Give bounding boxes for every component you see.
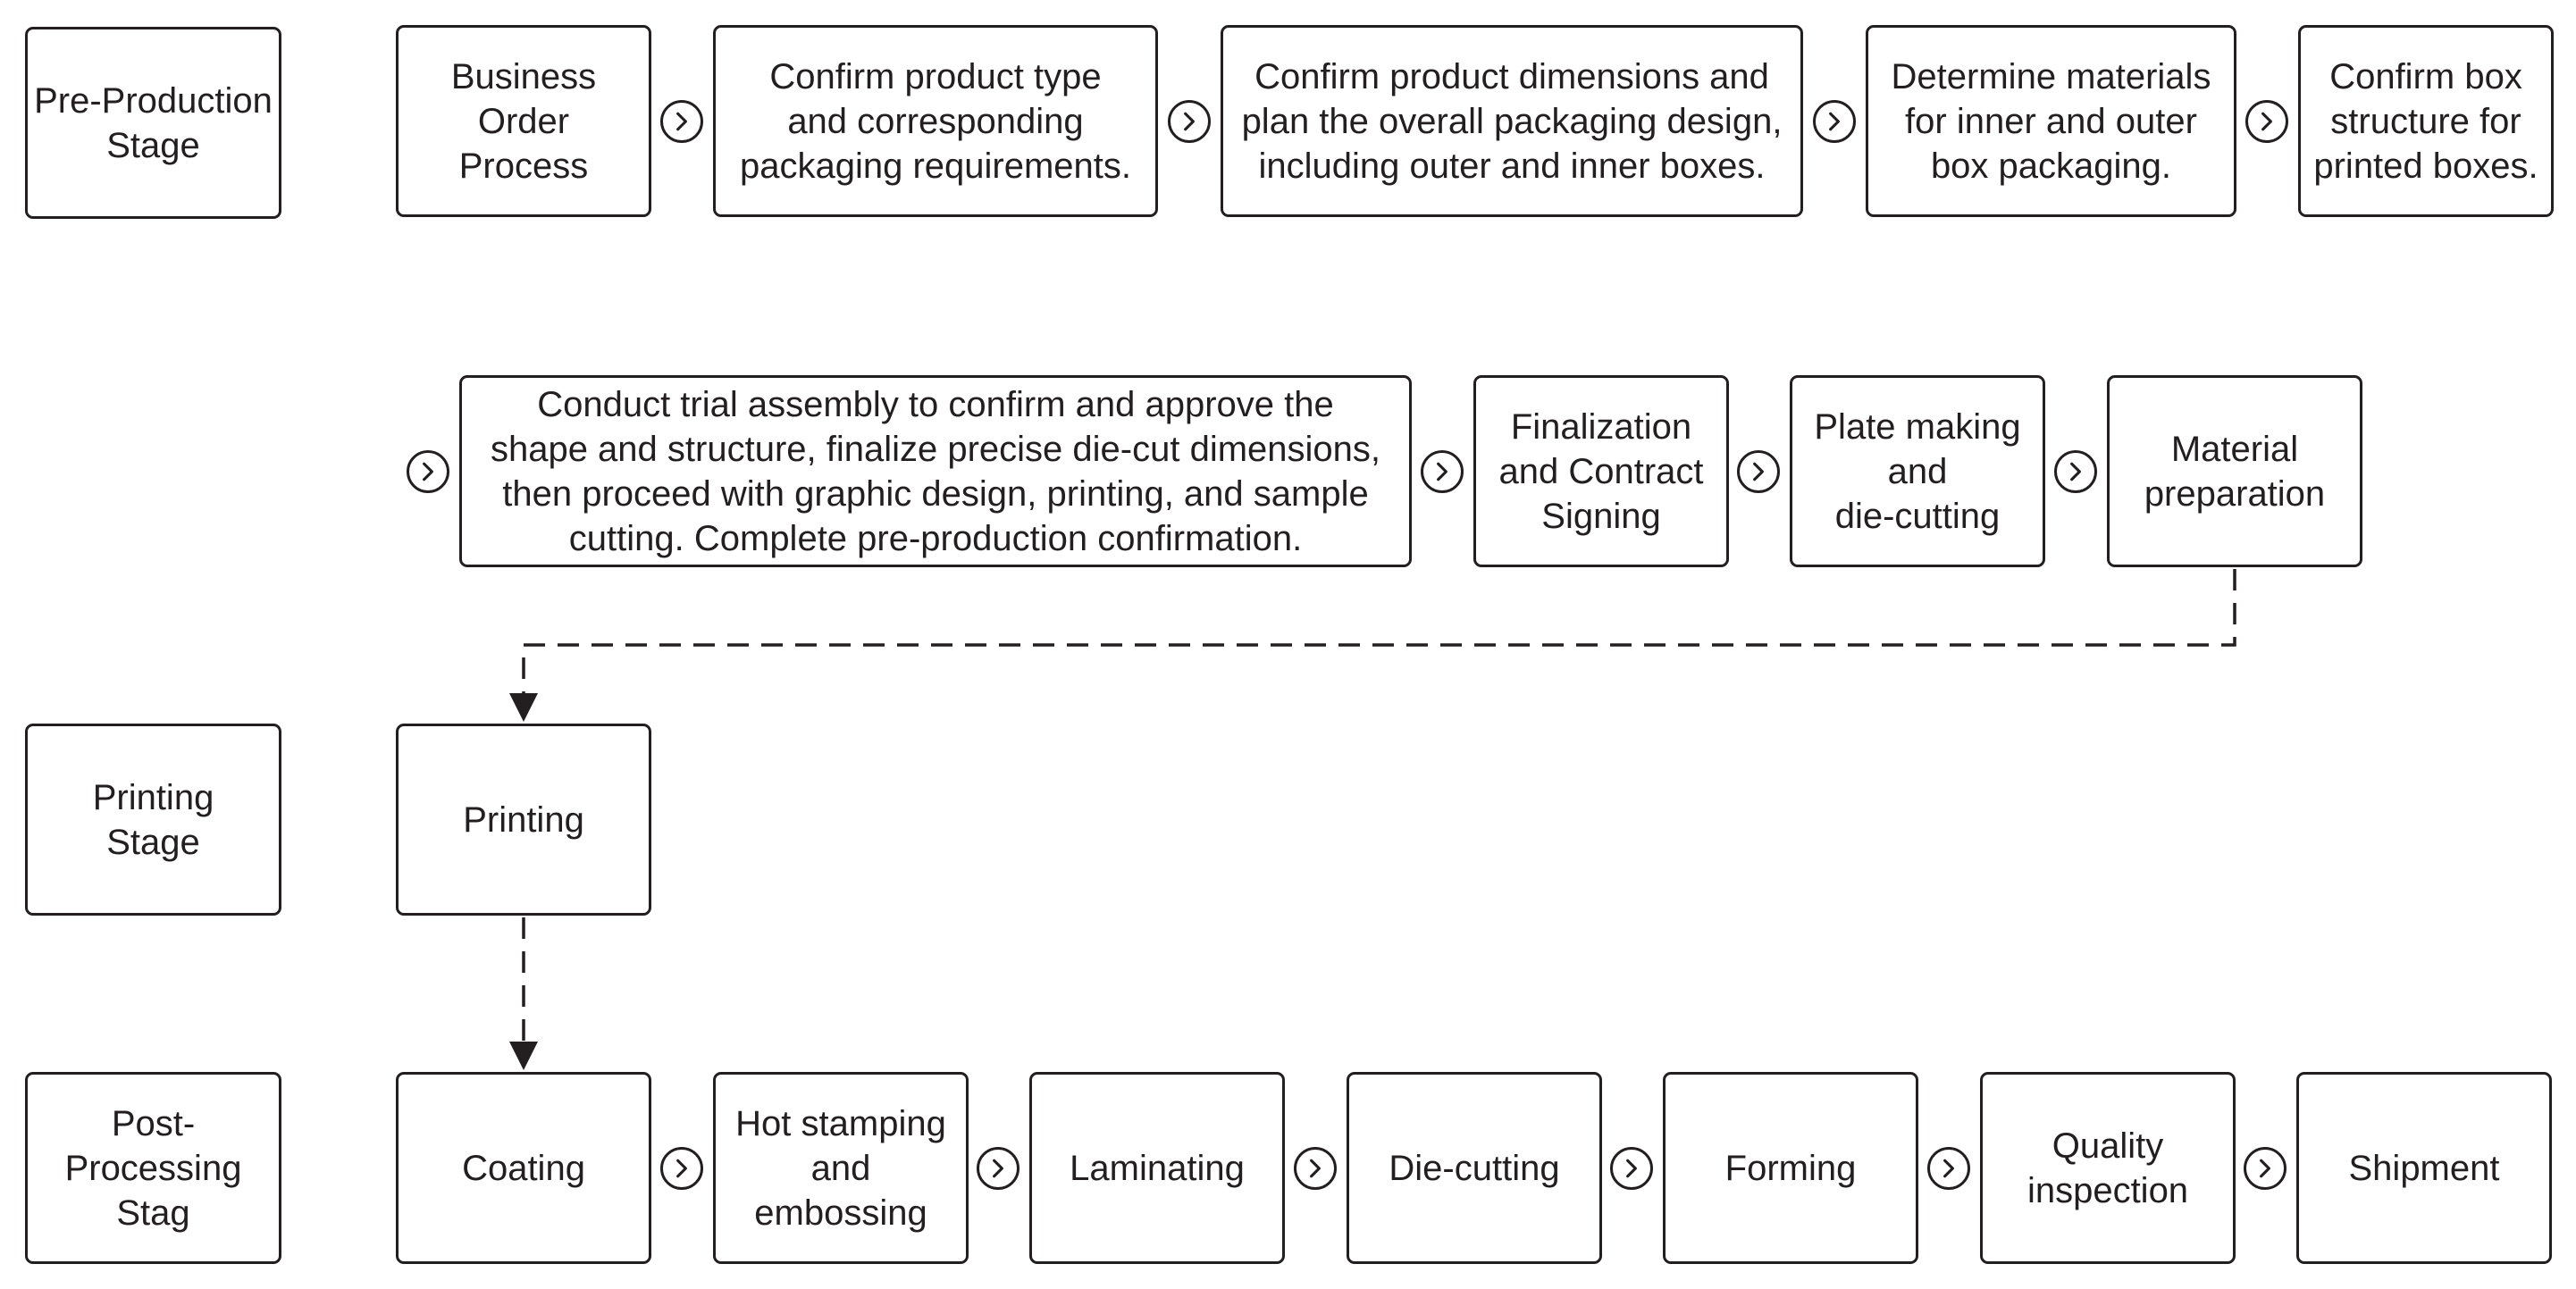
chevron-right-icon [2054,450,2097,493]
chevron-right-icon [660,100,703,143]
chevron-right-icon [660,1147,703,1190]
chevron-right-icon [1927,1147,1970,1190]
step-die-cutting: Die-cutting [1347,1072,1602,1264]
chevron-right-icon [1737,450,1780,493]
arrowhead-down-icon [509,1042,538,1070]
chevron-right-icon [1610,1147,1653,1190]
chevron-right-icon [1421,450,1464,493]
arrowhead-down-icon [509,693,538,722]
chevron-right-icon [977,1147,1019,1190]
chevron-right-icon [407,450,449,493]
step-laminating: Laminating [1029,1072,1285,1264]
step-shipment: Shipment [2296,1072,2552,1264]
chevron-right-icon [2245,100,2288,143]
step-forming: Forming [1663,1072,1918,1264]
step-coating: Coating [396,1072,651,1264]
step-printing: Printing [396,724,651,916]
chevron-right-icon [1294,1147,1337,1190]
chevron-right-icon [1813,100,1856,143]
chevron-right-icon [2244,1147,2287,1190]
dashed-connector-material-to-printing [522,569,2236,702]
chevron-right-icon [1168,100,1211,143]
step-trial-assembly: Conduct trial assembly to confirm and ap… [459,375,1412,567]
